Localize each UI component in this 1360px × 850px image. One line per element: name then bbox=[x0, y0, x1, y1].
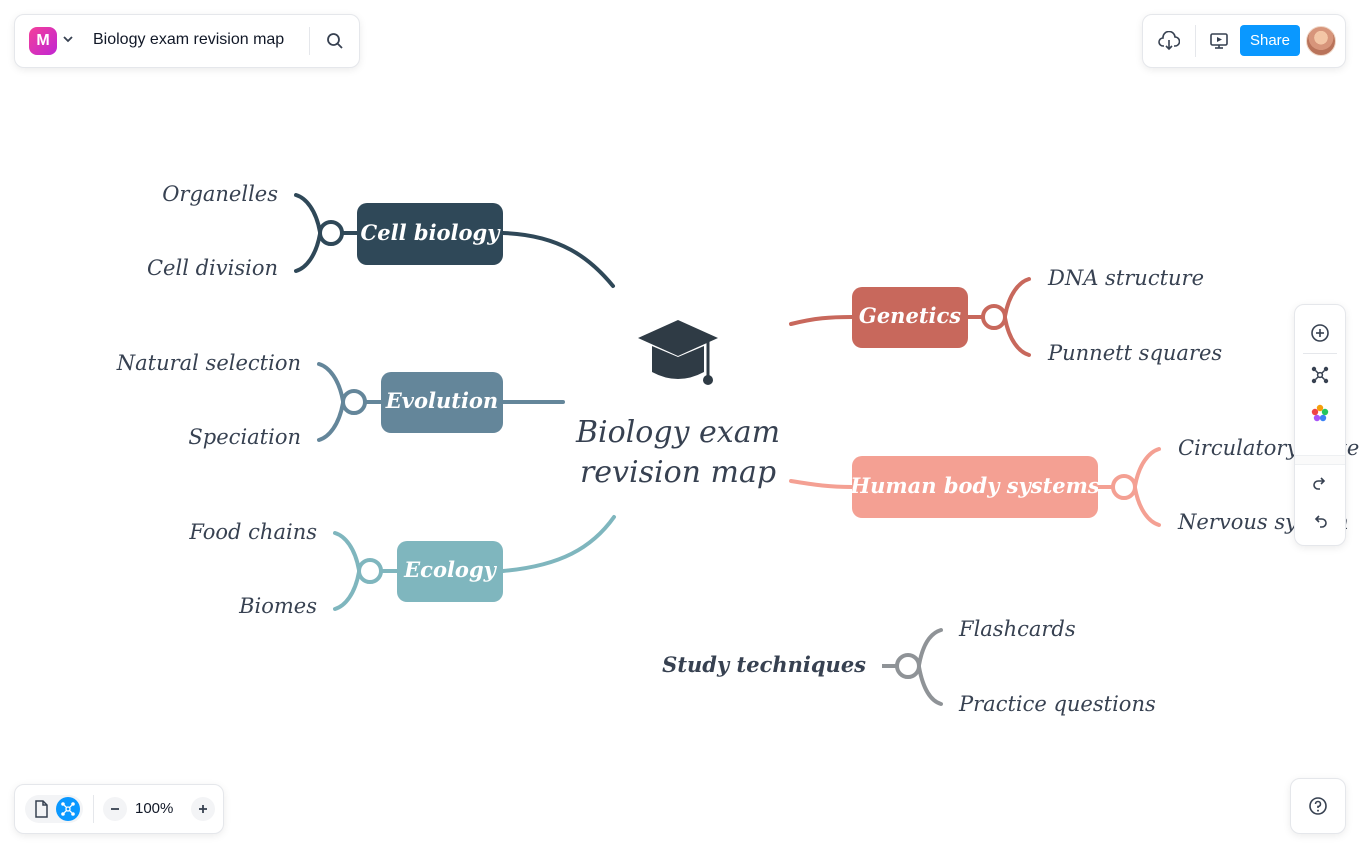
cloud-download-icon[interactable] bbox=[1155, 27, 1183, 55]
subtopic-dna-structure[interactable]: DNA structure bbox=[1047, 266, 1204, 290]
collapse-toggle[interactable] bbox=[318, 220, 344, 246]
branch-cell-biology[interactable]: Cell biology Organelles Cell division bbox=[147, 182, 615, 288]
mindmeister-logo-icon[interactable]: M bbox=[29, 27, 57, 55]
chevron-down-icon[interactable] bbox=[63, 33, 73, 47]
minus-icon[interactable] bbox=[103, 797, 127, 821]
top-toolbar: Share bbox=[1142, 14, 1346, 68]
topic-ecology-label: Ecology bbox=[403, 557, 497, 582]
right-sidebar bbox=[1294, 304, 1346, 546]
branch-genetics[interactable]: Genetics DNA structure Punnett squares bbox=[789, 266, 1222, 365]
divider bbox=[1195, 25, 1196, 57]
title-bar: M Biology exam revision map bbox=[14, 14, 360, 68]
view-toolbar: 100% bbox=[14, 784, 224, 834]
subtopic-food-chains[interactable]: Food chains bbox=[188, 520, 317, 544]
topic-genetics[interactable] bbox=[852, 287, 968, 348]
document-icon[interactable] bbox=[29, 797, 53, 821]
topic-human-body-systems-label: Human body systems bbox=[849, 473, 1100, 498]
topic-evolution-label: Evolution bbox=[385, 388, 498, 413]
collapse-toggle[interactable] bbox=[1111, 474, 1137, 500]
central-topic-line1: Biology exam bbox=[575, 415, 780, 450]
undo-icon[interactable] bbox=[1306, 507, 1334, 535]
divider bbox=[1303, 353, 1337, 354]
presentation-icon[interactable] bbox=[1205, 27, 1233, 55]
subtopic-practice-questions[interactable]: Practice questions bbox=[958, 692, 1156, 716]
topic-human-body-systems[interactable] bbox=[852, 456, 1098, 518]
collapse-toggle[interactable] bbox=[357, 558, 383, 584]
subtopic-speciation[interactable]: Speciation bbox=[188, 425, 301, 449]
topic-cell-biology-label: Cell biology bbox=[361, 220, 502, 245]
subtopic-flashcards[interactable]: Flashcards bbox=[958, 617, 1076, 641]
collapse-toggle[interactable] bbox=[895, 653, 921, 679]
topic-genetics-label: Genetics bbox=[859, 303, 961, 328]
collapse-toggle[interactable] bbox=[981, 304, 1007, 330]
subtopic-natural-selection[interactable]: Natural selection bbox=[116, 351, 301, 375]
sidebar-gap bbox=[1295, 455, 1345, 465]
subtopic-organelles[interactable]: Organelles bbox=[162, 182, 278, 206]
collapse-toggle[interactable] bbox=[341, 389, 367, 415]
subtopic-biomes[interactable]: Biomes bbox=[238, 594, 317, 618]
plus-icon[interactable] bbox=[191, 797, 215, 821]
branch-ecology[interactable]: Ecology Food chains Biomes bbox=[188, 515, 616, 618]
add-circle-icon[interactable] bbox=[1306, 319, 1334, 347]
branch-study-techniques[interactable]: Study techniques Flashcards Practice que… bbox=[662, 617, 1156, 716]
mindmap-icon[interactable] bbox=[56, 797, 80, 821]
branch-human-body-systems[interactable]: Human body systems Circulatory system Ne… bbox=[789, 436, 1360, 534]
topic-evolution[interactable] bbox=[381, 372, 503, 433]
avatar[interactable] bbox=[1306, 26, 1336, 56]
central-topic[interactable]: Biology exam revision map bbox=[575, 320, 780, 490]
subtopic-cell-division[interactable]: Cell division bbox=[147, 256, 278, 280]
share-button[interactable]: Share bbox=[1240, 25, 1300, 56]
zoom-level[interactable]: 100% bbox=[135, 800, 174, 817]
search-icon[interactable] bbox=[321, 27, 349, 55]
connect-icon[interactable] bbox=[1306, 361, 1334, 389]
central-topic-line2: revision map bbox=[580, 455, 776, 490]
help-icon[interactable] bbox=[1304, 792, 1332, 820]
topic-cell-biology[interactable] bbox=[357, 203, 503, 265]
subtopic-punnett-squares[interactable]: Punnett squares bbox=[1047, 341, 1222, 365]
branch-evolution[interactable]: Evolution Natural selection Speciation bbox=[116, 351, 565, 449]
divider bbox=[93, 795, 94, 823]
redo-icon[interactable] bbox=[1306, 469, 1334, 497]
divider bbox=[309, 27, 310, 55]
help-button[interactable] bbox=[1290, 778, 1346, 834]
graduation-cap-icon bbox=[638, 320, 718, 385]
map-title[interactable]: Biology exam revision map bbox=[93, 31, 285, 48]
topic-ecology[interactable] bbox=[397, 541, 503, 602]
topic-study-techniques-label[interactable]: Study techniques bbox=[662, 652, 866, 677]
color-palette-icon[interactable] bbox=[1306, 399, 1334, 427]
